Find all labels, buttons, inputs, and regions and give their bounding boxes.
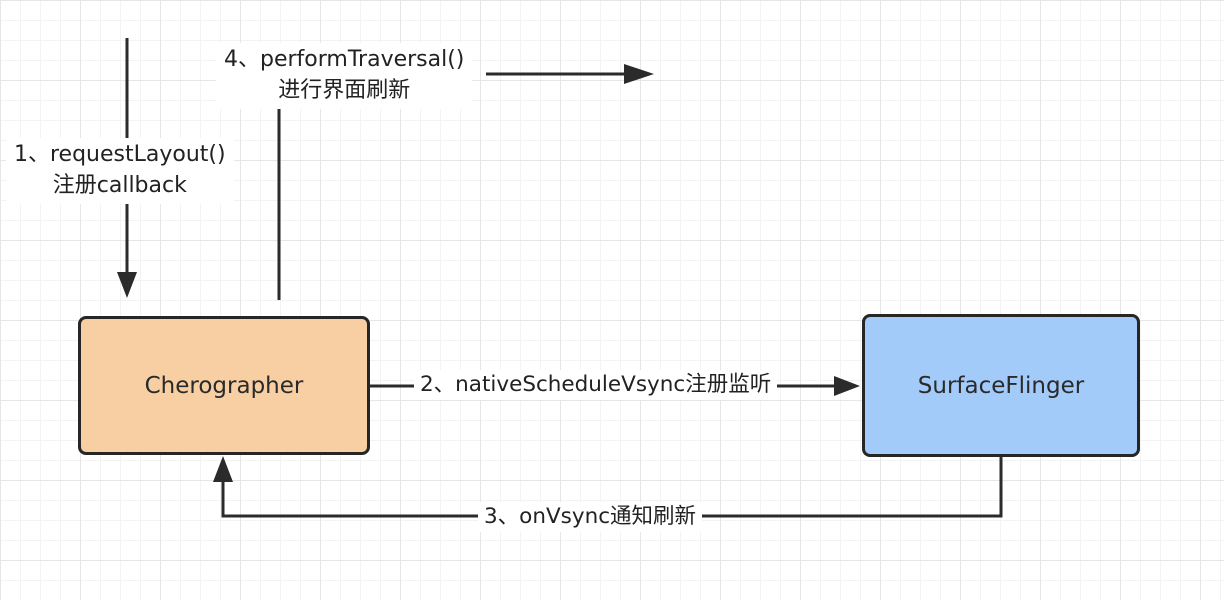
edge-step3-label-text: 3、onVsync通知刷新 — [484, 504, 697, 529]
edge-step4-label-line1: 4、performTraversal() — [224, 47, 465, 72]
edge-step1-label: 1、requestLayout() 注册callback — [6, 138, 234, 204]
edge-step4-label: 4、performTraversal() 进行界面刷新 — [216, 43, 473, 109]
cherographer-node[interactable]: Cherographer — [78, 316, 370, 455]
edge-step2-arrowhead — [834, 376, 860, 396]
surfaceflinger-node[interactable]: SurfaceFlinger — [862, 314, 1140, 457]
edge-step4-label-line2: 进行界面刷新 — [278, 77, 411, 103]
edge-step1-label-line2: 注册callback — [52, 172, 187, 198]
edge-step2-label: 2、nativeScheduleVsync注册监听 — [414, 370, 778, 401]
edge-step1-label-line1: 1、requestLayout() — [14, 142, 226, 167]
cherographer-label: Cherographer — [144, 372, 304, 399]
edge-step1-arrowhead — [117, 272, 137, 298]
edge-step4-arrowhead — [624, 64, 654, 84]
edge-step3-label: 3、onVsync通知刷新 — [478, 502, 703, 533]
edge-step2-label-text: 2、nativeScheduleVsync注册监听 — [420, 372, 772, 397]
surfaceflinger-label: SurfaceFlinger — [917, 372, 1085, 399]
edge-step3-arrowhead — [213, 456, 233, 482]
